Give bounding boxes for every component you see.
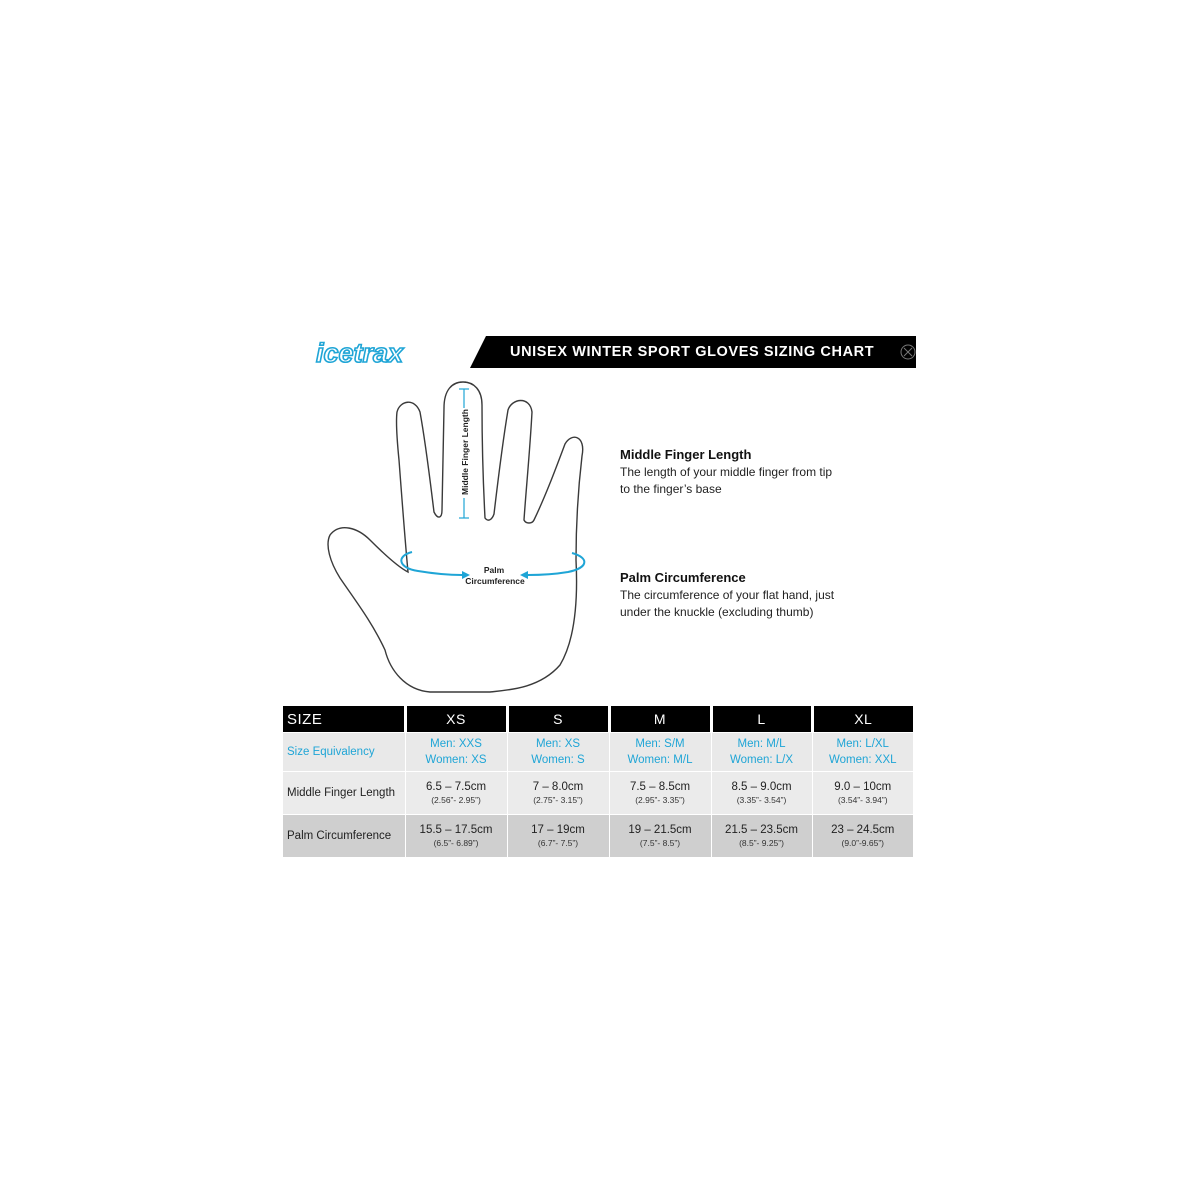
cm-value: 23 – 24.5cm <box>831 824 895 836</box>
cm-value: 17 – 19cm <box>531 824 585 836</box>
table-row-palm-circumference: Palm Circumference 15.5 – 17.5cm (6.5”- 6… <box>283 814 913 857</box>
equiv-men: Men: XS <box>535 738 581 750</box>
equiv-women: Women: S <box>531 754 585 766</box>
cell-finger-xl: 9.0 – 10cm (3.54”- 3.94”) <box>811 771 913 815</box>
inch-value: (2.56”- 2.95”) <box>431 795 481 805</box>
finger-description-heading: Middle Finger Length <box>620 447 752 462</box>
equiv-men: Men: XXS <box>430 738 482 750</box>
cell-palm-m: 19 – 21.5cm (7.5”- 8.5”) <box>608 814 711 857</box>
table-header-row: SIZE XS S M L XL <box>283 706 913 733</box>
palm-description-heading: Palm Circumference <box>620 570 746 585</box>
palm-label-line2: Circumference <box>465 576 525 586</box>
palm-description-line1: The circumference of your flat hand, jus… <box>620 588 835 602</box>
finger-description-line2: to the finger’s base <box>620 482 722 496</box>
palm-label-line1: Palm <box>484 565 505 575</box>
header-m: M <box>607 706 711 733</box>
inch-value: (8.5”- 9.25”) <box>739 838 784 848</box>
cm-value: 7.5 – 8.5cm <box>629 781 691 793</box>
header-xl: XL <box>810 706 913 733</box>
palm-description-line2: under the knuckle (excluding thumb) <box>620 605 814 619</box>
cell-equiv-l: Men: M/L Women: L/X <box>710 732 812 772</box>
header-s: S <box>505 706 609 733</box>
cell-equiv-s: Men: XS Women: S <box>506 732 609 772</box>
equiv-women: Women: M/L <box>627 754 693 766</box>
cell-equiv-xl: Men: L/XL Women: XXL <box>811 732 913 772</box>
cell-finger-l: 8.5 – 9.0cm (3.35”- 3.54”) <box>710 771 812 815</box>
row-label-finger-length: Middle Finger Length <box>283 771 405 815</box>
finger-length-marker: Middle Finger Length <box>457 388 471 519</box>
equiv-men: Men: S/M <box>635 738 685 750</box>
inch-value: (7.5”- 8.5”) <box>639 838 681 848</box>
equiv-men: Men: L/XL <box>836 738 889 750</box>
inch-value: (6.7”- 7.5”) <box>537 838 579 848</box>
brand-logo: icetrax <box>314 338 452 368</box>
cell-palm-xl: 23 – 24.5cm (9.0”-9.65”) <box>811 814 913 857</box>
cell-finger-m: 7.5 – 8.5cm (2.95”- 3.35”) <box>608 771 711 815</box>
title-banner-shape <box>470 336 916 368</box>
header-l: L <box>709 706 812 733</box>
inch-value: (3.54”- 3.94”) <box>837 795 888 805</box>
cell-finger-xs: 6.5 – 7.5cm (2.56”- 2.95”) <box>404 771 507 815</box>
row-label-palm-circumference: Palm Circumference <box>283 814 405 857</box>
size-table: SIZE XS S M L XL Size Equivalency Men: X… <box>283 706 913 857</box>
cell-palm-s: 17 – 19cm (6.7”- 7.5”) <box>506 814 609 857</box>
palm-circumference-marker: Palm Circumference <box>400 551 586 586</box>
equiv-women: Women: XS <box>425 754 487 766</box>
cm-value: 8.5 – 9.0cm <box>731 781 792 793</box>
inch-value: (2.75”- 3.15”) <box>533 795 583 805</box>
palm-description: Palm Circumference The circumference of … <box>620 569 880 621</box>
inch-value: (9.0”-9.65”) <box>841 838 884 848</box>
header-size: SIZE <box>283 706 405 733</box>
inch-value: (2.95”- 3.35”) <box>635 795 685 805</box>
row-label-equivalency: Size Equivalency <box>283 732 405 772</box>
cell-finger-s: 7 – 8.0cm (2.75”- 3.15”) <box>506 771 609 815</box>
cm-value: 19 – 21.5cm <box>628 824 692 836</box>
header-xs: XS <box>403 706 507 733</box>
finger-description-line1: The length of your middle finger from ti… <box>620 465 833 479</box>
cell-palm-xs: 15.5 – 17.5cm (6.5”- 6.89”) <box>404 814 507 857</box>
equiv-women: Women: L/X <box>729 754 794 766</box>
equiv-women: Women: XXL <box>828 754 897 766</box>
cm-value: 6.5 – 7.5cm <box>425 781 487 793</box>
cm-value: 21.5 – 23.5cm <box>725 824 798 836</box>
cell-palm-l: 21.5 – 23.5cm (8.5”- 9.25”) <box>710 814 812 857</box>
title-banner: UNISEX WINTER SPORT GLOVES SIZING CHART <box>470 336 916 368</box>
cm-value: 9.0 – 10cm <box>834 781 892 793</box>
finger-description: Middle Finger Length The length of your … <box>620 446 880 498</box>
cell-equiv-xs: Men: XXS Women: XS <box>404 732 507 772</box>
inch-value: (6.5”- 6.89”) <box>433 838 479 848</box>
table-row-finger-length: Middle Finger Length 6.5 – 7.5cm (2.56”- … <box>283 771 913 815</box>
finger-length-label: Middle Finger Length <box>460 409 470 495</box>
hand-outline <box>327 381 584 693</box>
equiv-men: Men: M/L <box>737 738 786 750</box>
cm-value: 7 – 8.0cm <box>532 781 584 793</box>
inch-value: (3.35”- 3.54”) <box>736 795 787 805</box>
table-row-equivalency: Size Equivalency Men: XXS Women: XS Men: … <box>283 732 913 772</box>
page-title: UNISEX WINTER SPORT GLOVES SIZING CHART <box>510 344 875 360</box>
cm-value: 15.5 – 17.5cm <box>419 824 493 836</box>
cell-equiv-m: Men: S/M Women: M/L <box>608 732 711 772</box>
logo-text: icetrax <box>316 338 404 368</box>
close-icon[interactable] <box>898 342 918 362</box>
